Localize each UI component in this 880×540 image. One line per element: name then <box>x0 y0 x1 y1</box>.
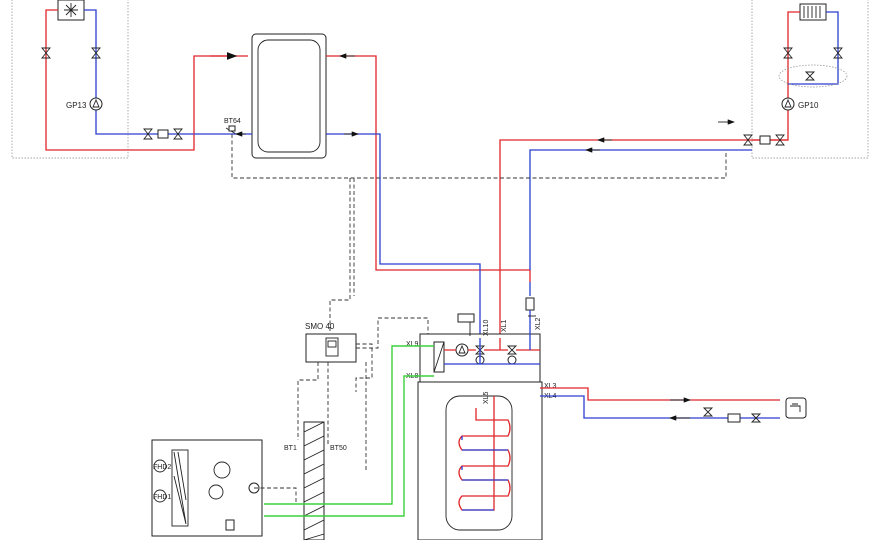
right-return-link <box>529 149 752 270</box>
bt64-sensor <box>228 125 236 132</box>
safety-valve-group <box>702 407 762 423</box>
fan-coil-icon <box>57 0 85 21</box>
filter-icon <box>525 297 535 311</box>
left-return-pipe <box>84 9 128 135</box>
fhd2-label: FHD2 <box>153 464 171 471</box>
ground-source-unit <box>151 439 263 537</box>
tank-return-in <box>326 133 481 338</box>
cold-water-inlet <box>540 395 780 419</box>
control-wire-bt64 <box>231 134 727 179</box>
hot-water-coil <box>458 396 511 511</box>
fhd1-label: FHD1 <box>153 494 171 501</box>
buffer-tank <box>251 33 327 159</box>
valve-group-right <box>743 134 785 146</box>
radiator-icon <box>799 3 827 21</box>
bypass-valve-highlight <box>778 64 848 88</box>
xl10-label: XL10 <box>483 320 490 336</box>
xl5-label: XL5 <box>483 391 490 404</box>
xl2-label: XL2 <box>535 317 542 330</box>
gp13-label: GP13 <box>66 101 87 110</box>
hot-water-outlet <box>540 387 780 401</box>
ground-column <box>303 421 325 540</box>
hot-water-tank <box>417 381 543 540</box>
pump-gp10 <box>781 97 795 111</box>
xl1-label: XL1 <box>501 319 508 332</box>
heat-pump-module <box>417 313 543 540</box>
xl3-label: XL3 <box>544 383 557 390</box>
smo40-controller <box>305 333 357 363</box>
gp10-label: GP10 <box>798 101 819 110</box>
water-tap-icon <box>785 397 807 419</box>
brine-pipe-2 <box>264 375 434 517</box>
right-supply-pipe <box>752 11 800 141</box>
right-supply-link <box>499 139 788 338</box>
valve-group-left <box>143 128 183 140</box>
right-zone-boundary <box>751 0 869 159</box>
xl9-label: XL9 <box>406 341 419 348</box>
bt64-label: BT64 <box>224 118 241 125</box>
left-zone: GP13 <box>11 0 129 159</box>
smo40-label: SMO 40 <box>305 322 335 331</box>
left-zone-boundary <box>11 0 129 159</box>
left-supply-pipe <box>45 9 128 151</box>
pump-gp13 <box>89 97 103 111</box>
tank-supply-out <box>326 55 531 282</box>
right-zone: GP10 <box>751 0 869 159</box>
brine-pipe-1 <box>264 345 434 505</box>
bt1-label: BT1 <box>284 445 297 452</box>
control-wire-main <box>329 178 351 334</box>
bt50-label: BT50 <box>330 445 347 452</box>
valve-icon <box>41 47 101 59</box>
